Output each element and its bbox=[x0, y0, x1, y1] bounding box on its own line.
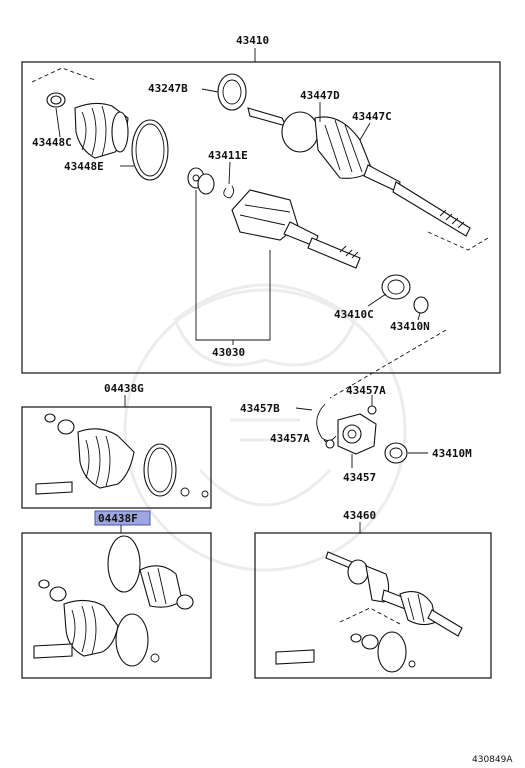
bolt-43457a-left[interactable] bbox=[325, 439, 335, 449]
main-assembly-frame bbox=[21, 61, 501, 374]
label-43457[interactable]: 43457 bbox=[343, 471, 376, 484]
label-43410m[interactable]: 43410M bbox=[432, 447, 472, 460]
label-43247b[interactable]: 43247B bbox=[148, 82, 188, 95]
label-43410[interactable]: 43410 bbox=[236, 34, 269, 47]
label-04438g[interactable]: 04438G bbox=[104, 382, 144, 395]
inboard-joint-housing[interactable] bbox=[231, 189, 361, 269]
figure-code: 430849A bbox=[472, 755, 513, 765]
tripod-joint[interactable] bbox=[187, 167, 215, 195]
label-04438f-highlight bbox=[94, 510, 151, 526]
label-43457b[interactable]: 43457B bbox=[240, 402, 280, 415]
label-43457a-top[interactable]: 43457A bbox=[346, 384, 386, 397]
label-43447c[interactable]: 43447C bbox=[352, 110, 392, 123]
ring-43247b[interactable] bbox=[217, 73, 247, 111]
boot-inner[interactable] bbox=[74, 102, 129, 159]
label-43457a-left[interactable]: 43457A bbox=[270, 432, 310, 445]
bearing-housing-43457[interactable] bbox=[337, 413, 377, 455]
kit-04438f-frame bbox=[21, 532, 212, 679]
seal-43410c[interactable] bbox=[381, 274, 411, 300]
label-43411e[interactable]: 43411E bbox=[208, 149, 248, 162]
clamp-43448e[interactable] bbox=[131, 119, 169, 181]
label-43410c[interactable]: 43410C bbox=[334, 308, 374, 321]
label-04438f[interactable]: 04438F bbox=[98, 512, 138, 525]
kit-f-parts bbox=[33, 535, 194, 667]
kit-04438g-frame bbox=[21, 406, 212, 509]
bolt-43457a-top[interactable] bbox=[367, 405, 377, 415]
label-43448c[interactable]: 43448C bbox=[32, 136, 72, 149]
label-43447d[interactable]: 43447D bbox=[300, 89, 340, 102]
label-43410n[interactable]: 43410N bbox=[390, 320, 430, 333]
label-43030[interactable]: 43030 bbox=[212, 346, 245, 359]
outboard-joint-shaft[interactable] bbox=[247, 107, 471, 237]
kit-g-parts bbox=[35, 413, 209, 498]
label-43448e[interactable]: 43448E bbox=[64, 160, 104, 173]
snap-ring-43411e[interactable] bbox=[223, 185, 235, 199]
assembly-43460-frame bbox=[254, 532, 492, 679]
watermark-logo bbox=[123, 283, 407, 572]
ring-43410n[interactable] bbox=[413, 296, 429, 314]
assembly-43460-parts bbox=[275, 551, 463, 673]
snap-ring-43457b[interactable] bbox=[316, 403, 337, 441]
label-43460[interactable]: 43460 bbox=[343, 509, 376, 522]
clamp-43448c[interactable] bbox=[46, 92, 66, 108]
seal-43410m[interactable] bbox=[384, 442, 408, 464]
